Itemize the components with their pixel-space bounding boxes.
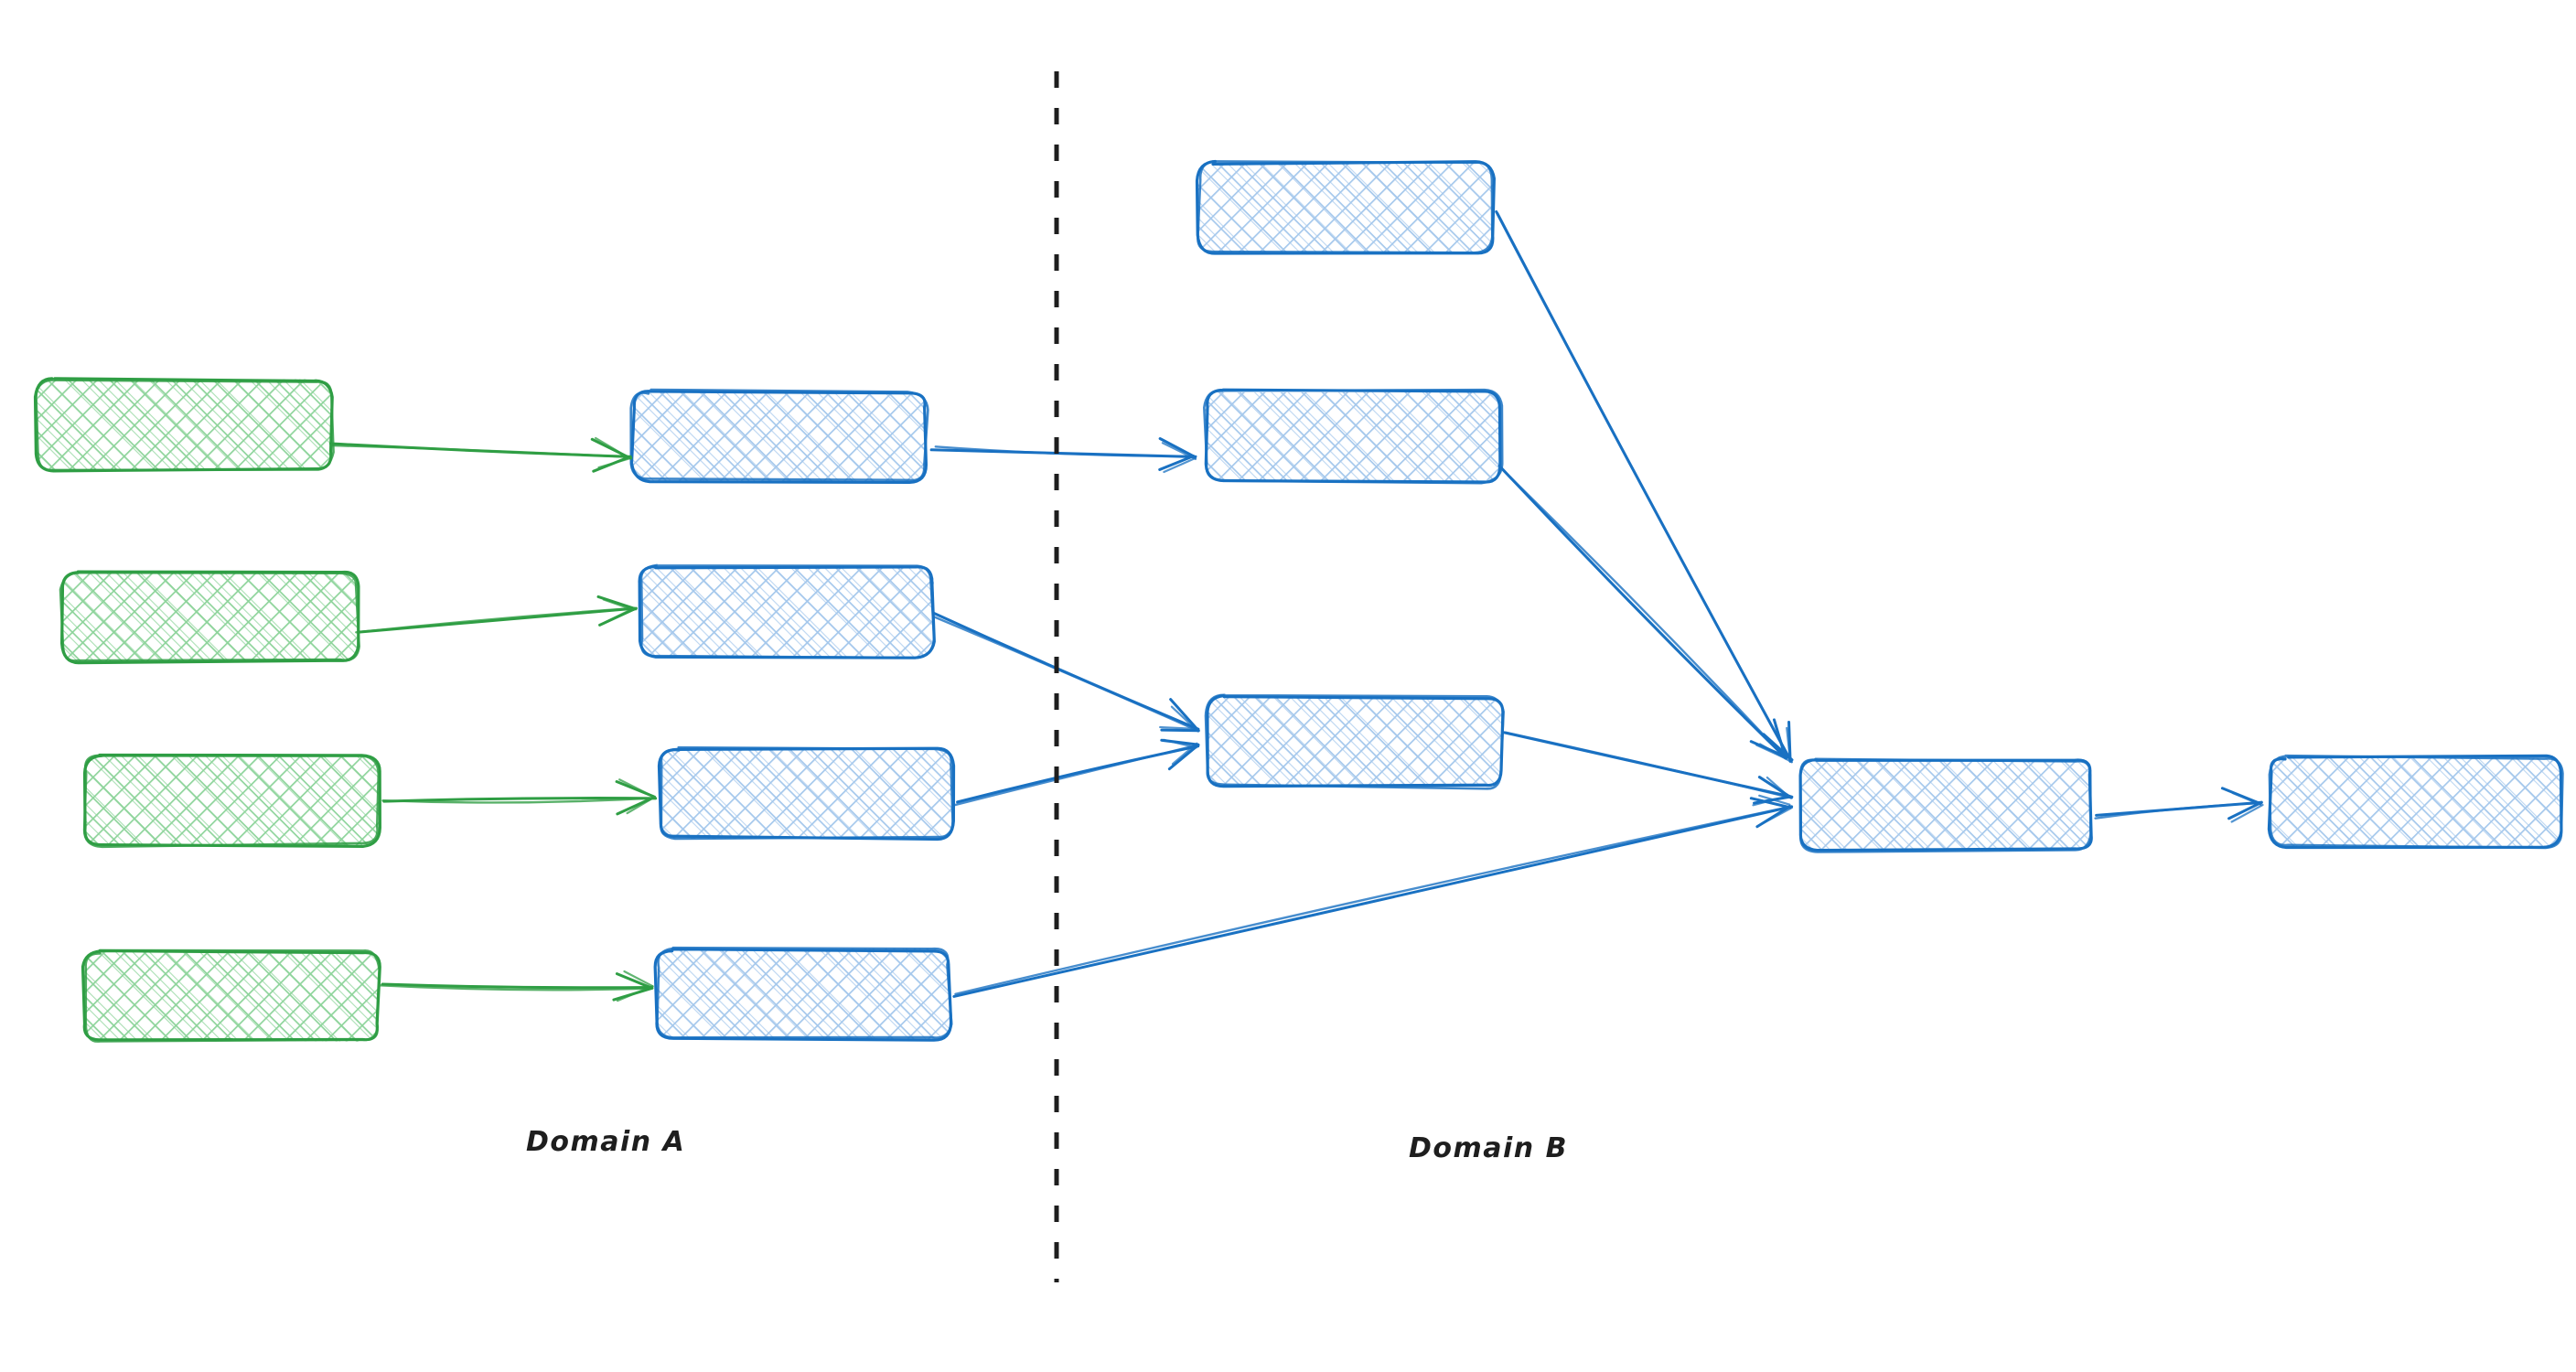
node-b-hub[interactable] [1798,757,2093,853]
node-a-mid-3[interactable] [657,745,956,841]
edge-e-hub-out [2094,787,2264,823]
edge-e-bmid-hub [1497,464,1789,760]
edge-e-btop-hub [1495,209,1794,764]
node-a-src-2[interactable] [59,570,360,665]
edge-e-mid4-hub [952,794,1794,998]
node-b-low[interactable] [1204,693,1505,790]
edge-e-src3-mid3 [381,778,658,816]
edge-e-mid3-blow [953,738,1200,807]
edge-layer [328,209,2264,1002]
node-b-top[interactable] [1195,159,1496,255]
node-b-out[interactable] [2267,754,2564,850]
edge-e-mid2-blow [932,611,1200,733]
edge-e-mid1-bmid [929,437,1197,474]
node-a-src-4[interactable] [80,949,381,1043]
node-a-src-3[interactable] [82,753,381,849]
edge-e-src4-mid4 [379,970,654,1002]
node-b-mid[interactable] [1203,388,1504,485]
node-a-src-1[interactable] [33,377,335,473]
label-domain-a: Domain A [526,1126,685,1158]
node-layer [33,159,2564,1043]
label-domain-b: Domain B [1409,1132,1568,1164]
node-a-mid-1[interactable] [629,388,929,485]
label-layer: Domain A Domain B [526,1126,1568,1164]
edge-e-blow-hub [1501,731,1794,807]
edge-e-src2-mid2 [355,595,638,634]
edge-e-src1-mid1 [328,436,633,473]
node-a-mid-2[interactable] [638,563,936,659]
node-a-mid-4[interactable] [653,946,953,1042]
